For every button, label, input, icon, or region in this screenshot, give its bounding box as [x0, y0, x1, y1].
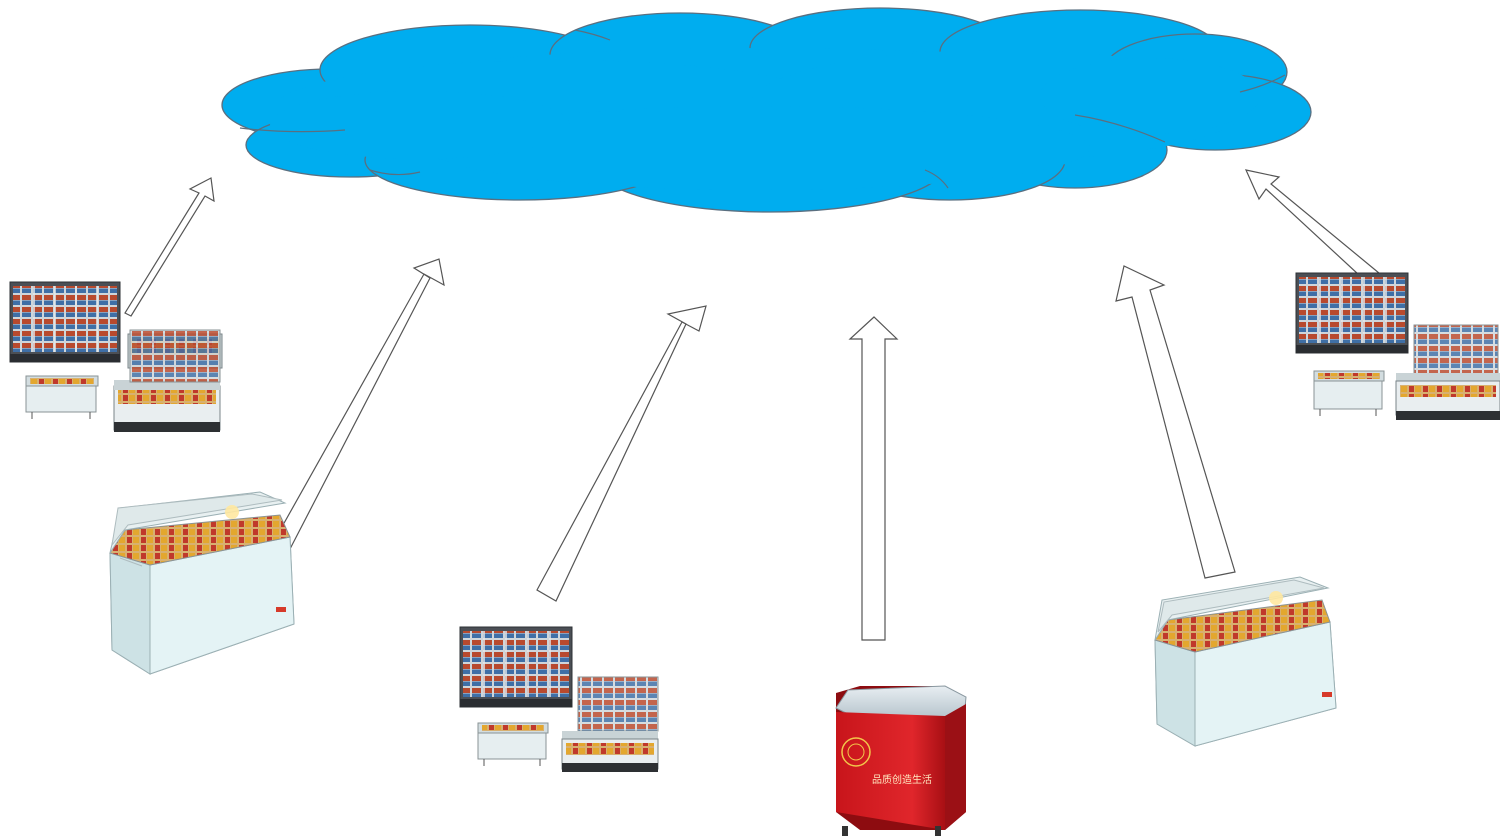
island-freezer — [562, 677, 658, 772]
cloud — [222, 8, 1311, 212]
arrows — [125, 170, 1385, 640]
small-chest-freezer — [1314, 371, 1384, 416]
upload-arrow-1 — [125, 178, 214, 316]
freezer-brand-label: 品质创造生活 — [872, 773, 932, 786]
small-chest-freezer — [478, 723, 548, 766]
cold-chain-display-group-2 — [460, 627, 658, 772]
island-freezer — [1396, 325, 1500, 420]
upright-display-cabinet — [10, 282, 120, 362]
cold-chain-display-group-3 — [1296, 273, 1500, 420]
chest-freezer-1 — [110, 492, 294, 674]
upload-arrow-2 — [274, 259, 444, 549]
island-freezer — [114, 330, 222, 432]
upload-arrow-3 — [537, 306, 706, 601]
upload-arrow-5 — [1116, 266, 1235, 578]
upright-display-cabinet — [460, 627, 572, 707]
upload-arrow-4 — [850, 317, 897, 640]
small-chest-freezer — [26, 376, 98, 419]
upload-arrow-6 — [1246, 170, 1385, 287]
chest-freezer-2 — [1155, 577, 1336, 746]
cold-chain-display-group-1 — [10, 282, 222, 432]
upright-display-cabinet — [1296, 273, 1408, 353]
red-display-freezer: 品质创造生活 — [836, 686, 966, 836]
